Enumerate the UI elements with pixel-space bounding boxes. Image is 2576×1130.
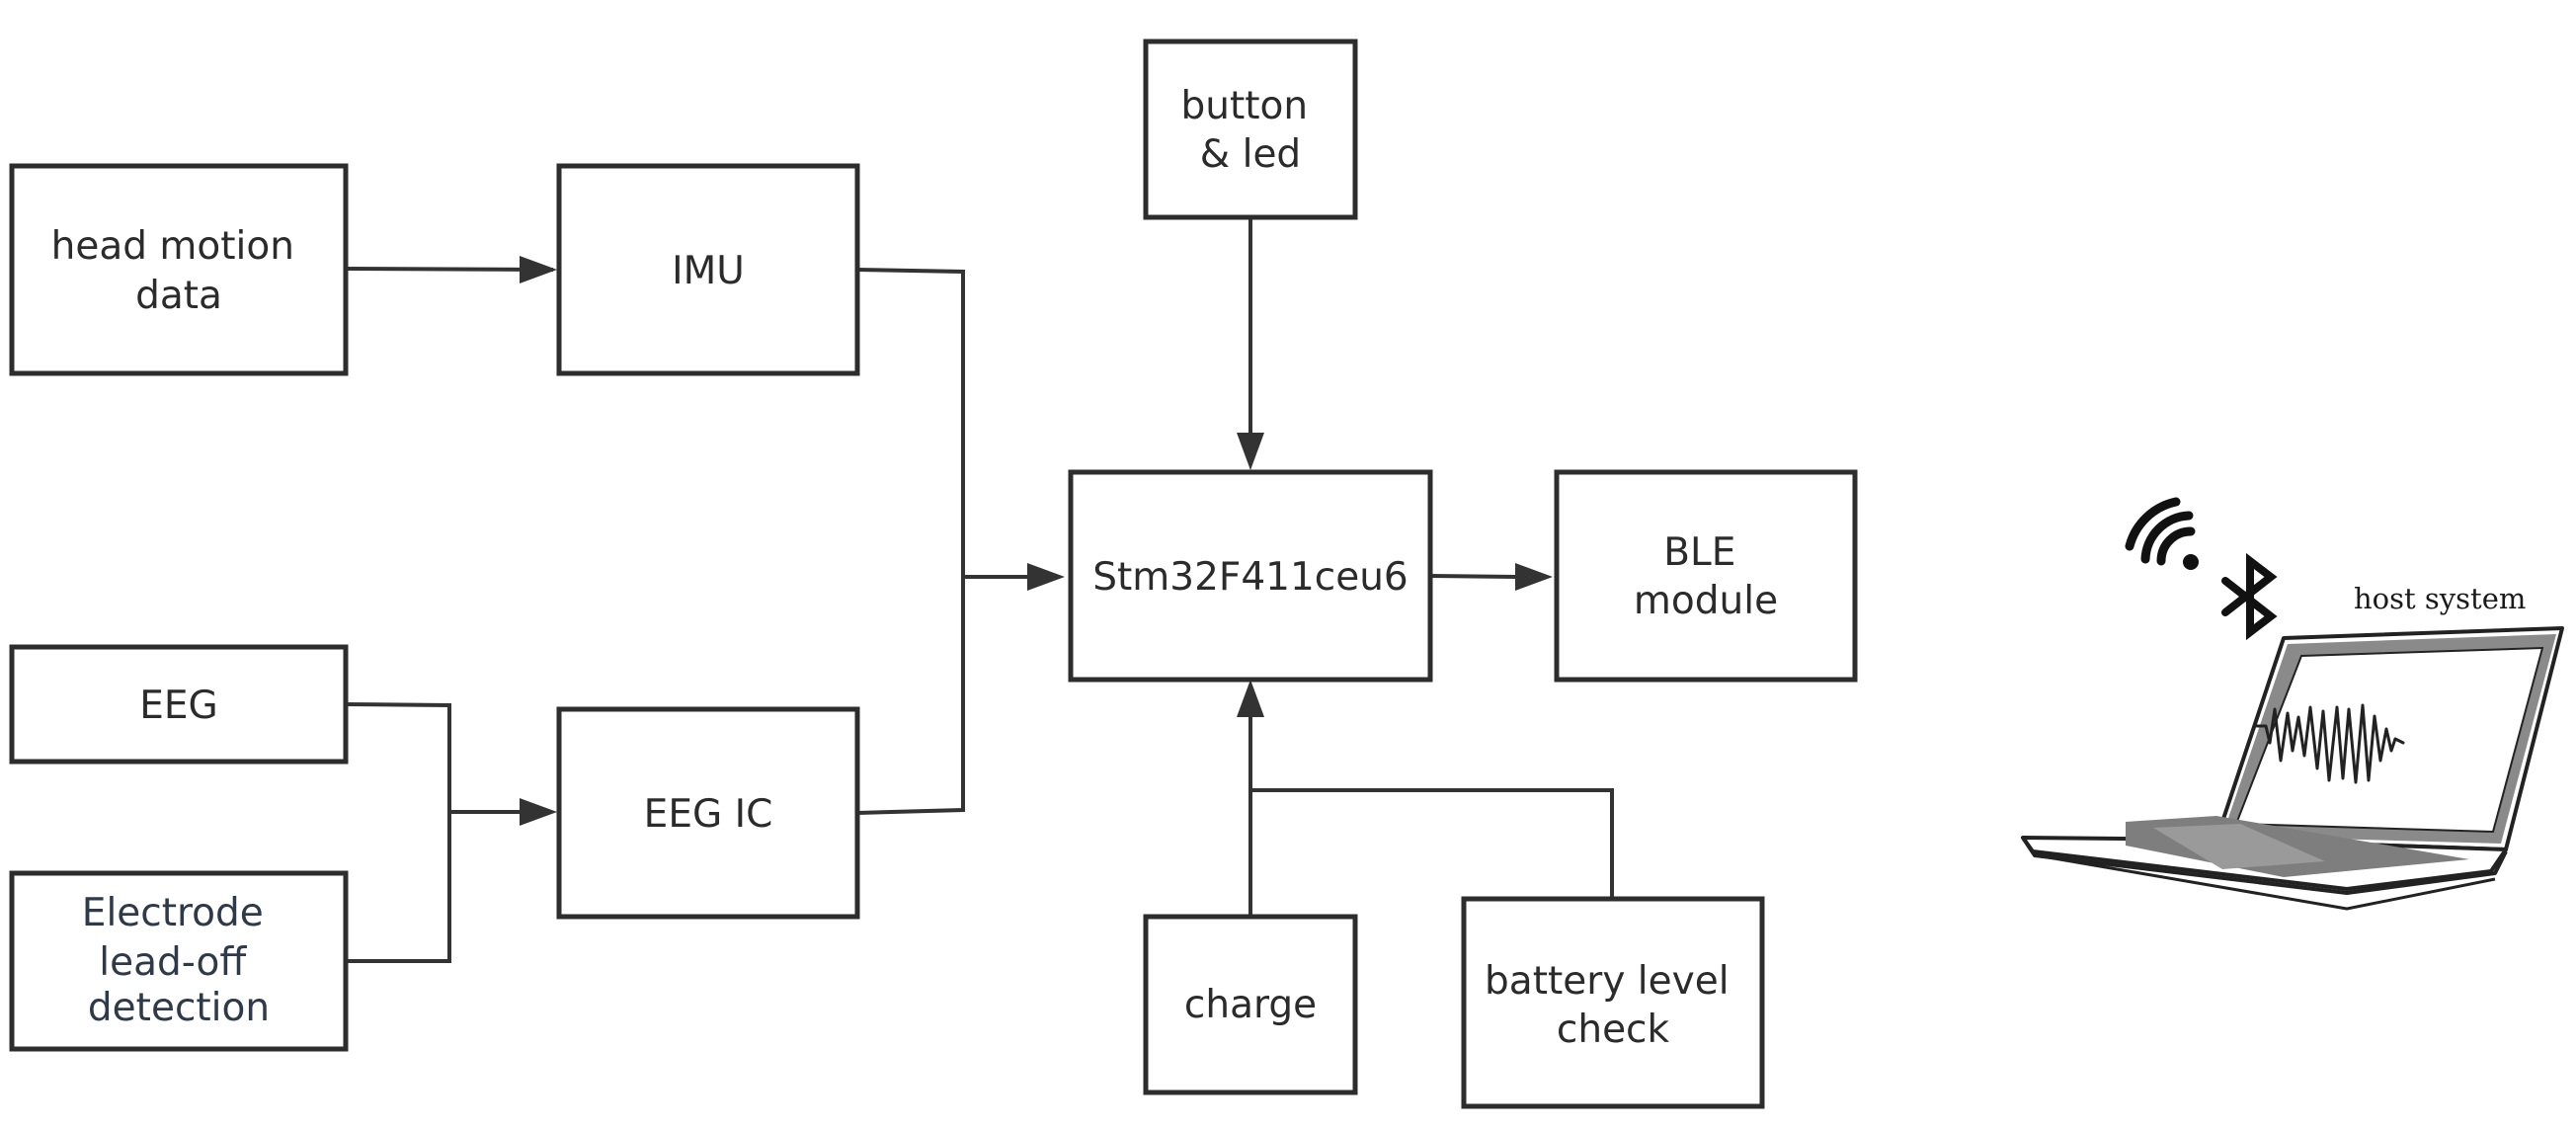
head-motion-label-line2: data — [135, 274, 222, 318]
head-motion-to-imu-arrow — [345, 267, 554, 272]
eeg-waveform-icon — [2255, 703, 2405, 784]
electrode-label-line2: lead-off — [99, 940, 247, 985]
bus-to-mcu-arrowhead — [1027, 563, 1065, 591]
svg-text:BLE module: BLE module — [1634, 530, 1778, 623]
electrode-label-line3: detection — [88, 986, 270, 1030]
svg-text:head motion data: head motion data — [51, 224, 307, 318]
mcu-block: Stm32F411ceu6 — [1068, 469, 1433, 683]
mcu-label: Stm32F411ceu6 — [1092, 555, 1409, 600]
battery-label-line1: battery level — [1485, 959, 1729, 1004]
charge-to-mcu-arrowhead — [1237, 680, 1264, 717]
wifi-signal-icon — [2125, 497, 2199, 570]
battery-label-line2: check — [1557, 1008, 1670, 1052]
svg-text:EEG: EEG — [139, 684, 218, 728]
head-motion-block: head motion data — [9, 163, 349, 376]
eeg-to-merge-line — [345, 702, 451, 963]
imu-eeg-ic-bus-line — [856, 268, 965, 815]
merge-to-eeg-ic-arrowhead — [520, 798, 557, 826]
mcu-to-ble-arrowhead — [1515, 563, 1553, 591]
connectors — [345, 219, 1614, 963]
svg-text:Electrode lead-off: Electrode lead-off detection — [82, 891, 276, 1030]
svg-text:battery level check: battery level check — [1485, 959, 1741, 1052]
imu-label: IMU — [672, 249, 745, 293]
eeg-block: EEG — [9, 644, 349, 765]
eeg-ic-label: EEG IC — [644, 792, 773, 837]
ble-label-line1: BLE — [1663, 530, 1735, 575]
ble-label-line2: module — [1634, 579, 1778, 623]
charge-battery-bus-line — [1250, 788, 1614, 897]
svg-text:charge: charge — [1184, 983, 1317, 1027]
button-led-label-line2: & led — [1200, 132, 1301, 177]
button-led-label-line1: button — [1180, 84, 1308, 128]
ble-module-block: BLE module — [1554, 469, 1858, 683]
battery-level-block: battery level check — [1461, 896, 1765, 1109]
electrode-lead-off-block: Electrode lead-off detection — [9, 870, 349, 1052]
bluetooth-icon — [2221, 552, 2278, 641]
charge-label: charge — [1184, 983, 1317, 1027]
svg-text:Stm32F411ceu6: Stm32F411ceu6 — [1092, 555, 1409, 600]
electrode-label-line1: Electrode — [82, 891, 264, 935]
svg-text:EEG IC: EEG IC — [644, 792, 773, 837]
host-system-label: host system — [2354, 582, 2526, 615]
mcu-to-ble-line — [1429, 574, 1520, 579]
head-motion-to-imu-arrowhead — [520, 256, 557, 283]
svg-text:button & led: button & led — [1180, 84, 1320, 177]
svg-text:IMU: IMU — [672, 249, 745, 293]
button-led-block: button & led — [1143, 39, 1358, 220]
laptop-icon — [2021, 626, 2564, 911]
button-to-mcu-arrowhead — [1237, 433, 1264, 470]
eeg-ic-block: EEG IC — [556, 706, 860, 920]
host-system-group: host system — [2021, 497, 2564, 911]
imu-block: IMU — [556, 163, 860, 376]
head-motion-label-line1: head motion — [51, 224, 294, 269]
charge-block: charge — [1143, 914, 1358, 1095]
eeg-label: EEG — [139, 684, 218, 728]
